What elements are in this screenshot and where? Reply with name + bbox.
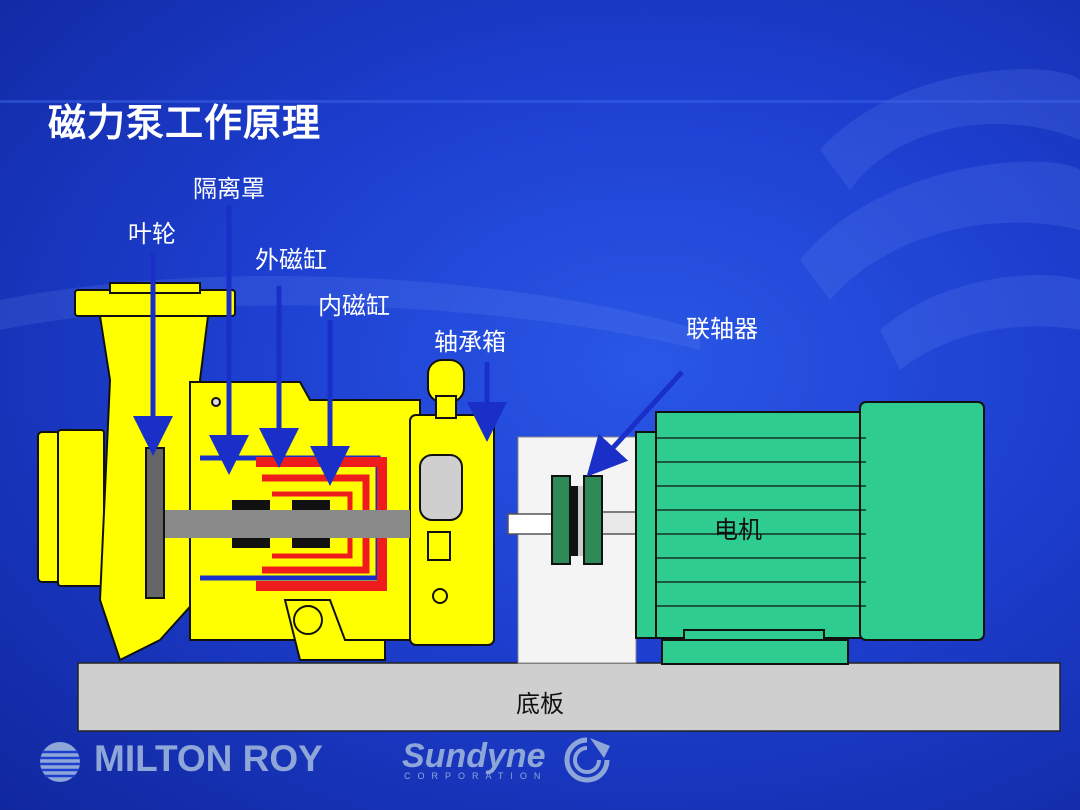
coupling-arrow [586,370,684,477]
label-base-plate: 底板 [516,690,564,718]
base-plate [77,662,1061,732]
leader-arrows [133,206,684,486]
milton-roy-logo-icon [40,742,80,782]
sundyne-logo-subtext: CORPORATION [404,771,548,781]
sundyne-swirl-icon [564,737,610,783]
label-motor: 电机 [714,516,762,544]
label-isolation-sleeve: 隔离罩 [193,175,265,203]
pump-body [37,282,495,662]
motor-body [635,401,985,665]
label-outer-magnet: 外磁缸 [255,246,327,274]
coupling [507,475,645,565]
label-impeller: 叶轮 [128,220,176,248]
label-inner-magnet: 内磁缸 [318,292,390,320]
page-title: 磁力泵工作原理 [48,101,322,145]
milton-roy-logo-text: MILTON ROY [94,738,323,779]
label-bearing-box: 轴承箱 [434,328,506,356]
sundyne-logo-text: Sundyne [402,737,546,775]
label-coupling: 联轴器 [686,315,758,343]
